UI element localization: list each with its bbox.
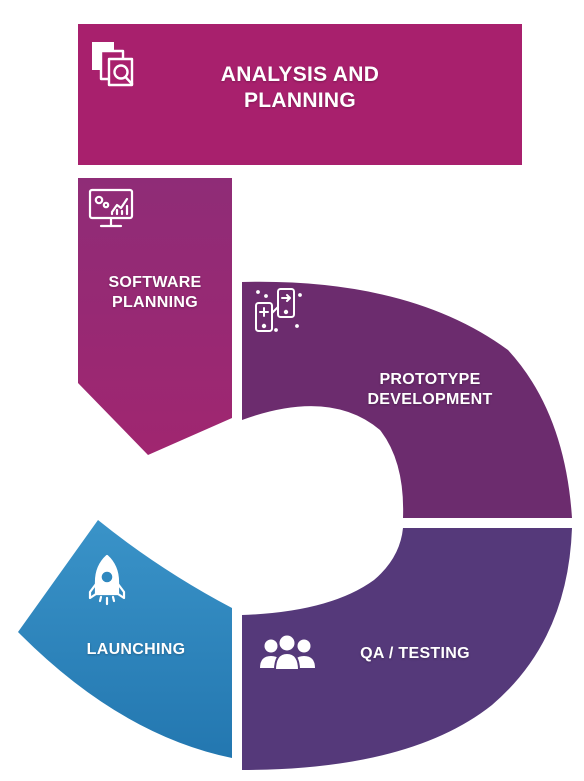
step-qa-testing-line-1: QA / TESTING (360, 645, 470, 662)
step-analysis-planning-label: ANALYSIS AND PLANNING (160, 62, 440, 113)
step-software-planning-line-1: SOFTWARE (108, 274, 202, 291)
team-group-icon (260, 635, 315, 671)
step-launching-label: LAUNCHING (56, 640, 216, 660)
step-software-planning-label: SOFTWARE PLANNING (78, 273, 232, 312)
step-analysis-planning-line-2: PLANNING (243, 88, 357, 112)
mobile-prototype-icon (255, 288, 302, 332)
rocket-icon (88, 554, 126, 606)
step-prototype-development-shape (242, 281, 572, 518)
step-prototype-development-label: PROTOTYPE DEVELOPMENT (340, 370, 520, 409)
step-analysis-planning-line-1: ANALYSIS AND (220, 63, 380, 86)
step-launching-shape (18, 520, 232, 758)
document-search-icon (92, 42, 134, 87)
step-prototype-development-line-1: PROTOTYPE (379, 371, 481, 388)
step-qa-testing-label: QA / TESTING (330, 644, 500, 664)
monitor-analytics-icon (88, 188, 134, 228)
step-analysis-planning-shape (78, 24, 522, 165)
step-launching-line-1: LAUNCHING (86, 641, 186, 658)
step-software-planning-shape (78, 178, 232, 455)
step-prototype-development-line-2: DEVELOPMENT (367, 390, 493, 408)
step-qa-testing-shape (242, 528, 572, 770)
step-software-planning-line-2: PLANNING (112, 293, 198, 311)
